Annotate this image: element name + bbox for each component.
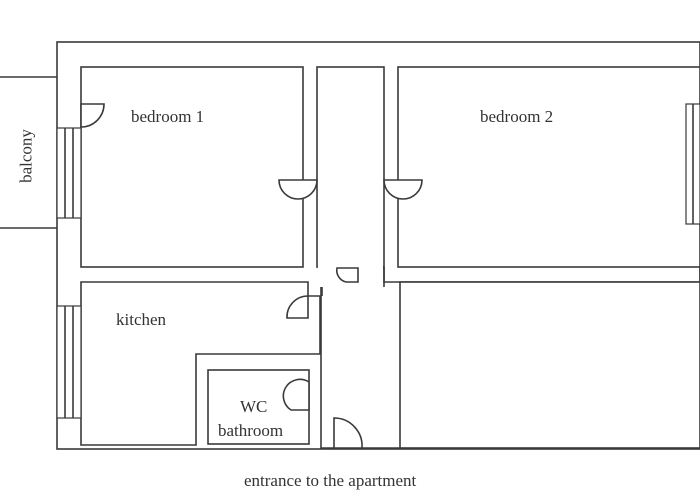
door-hall-left <box>278 179 318 200</box>
door-kitchen <box>286 295 309 319</box>
window-balcony <box>56 127 82 219</box>
room-label-balcony: balcony <box>16 129 36 183</box>
room-label-wc: WC <box>240 397 268 416</box>
hall-walls <box>321 267 385 296</box>
kitchen-room <box>80 281 321 446</box>
door-bedroom-1 <box>80 103 105 128</box>
room-label-bathroom: bathroom <box>218 421 284 440</box>
door-hall-small <box>335 267 359 283</box>
hallway-upper <box>316 66 385 268</box>
entrance-label: entrance to the apartment <box>244 471 417 490</box>
bedroom-2-room <box>397 66 700 268</box>
room-label-bedroom-1: bedroom 1 <box>131 107 205 126</box>
room-label-kitchen: kitchen <box>116 310 167 329</box>
lower-room-right <box>399 281 700 449</box>
door-entrance <box>333 417 363 449</box>
room-label-bedroom-2: bedroom 2 <box>480 107 554 126</box>
bedroom-1-room <box>80 66 304 268</box>
balcony-outline <box>0 76 57 229</box>
door-bedroom-2 <box>383 179 423 200</box>
window-bedroom-2 <box>685 103 700 225</box>
window-kitchen <box>56 305 82 419</box>
door-wc <box>282 378 310 411</box>
